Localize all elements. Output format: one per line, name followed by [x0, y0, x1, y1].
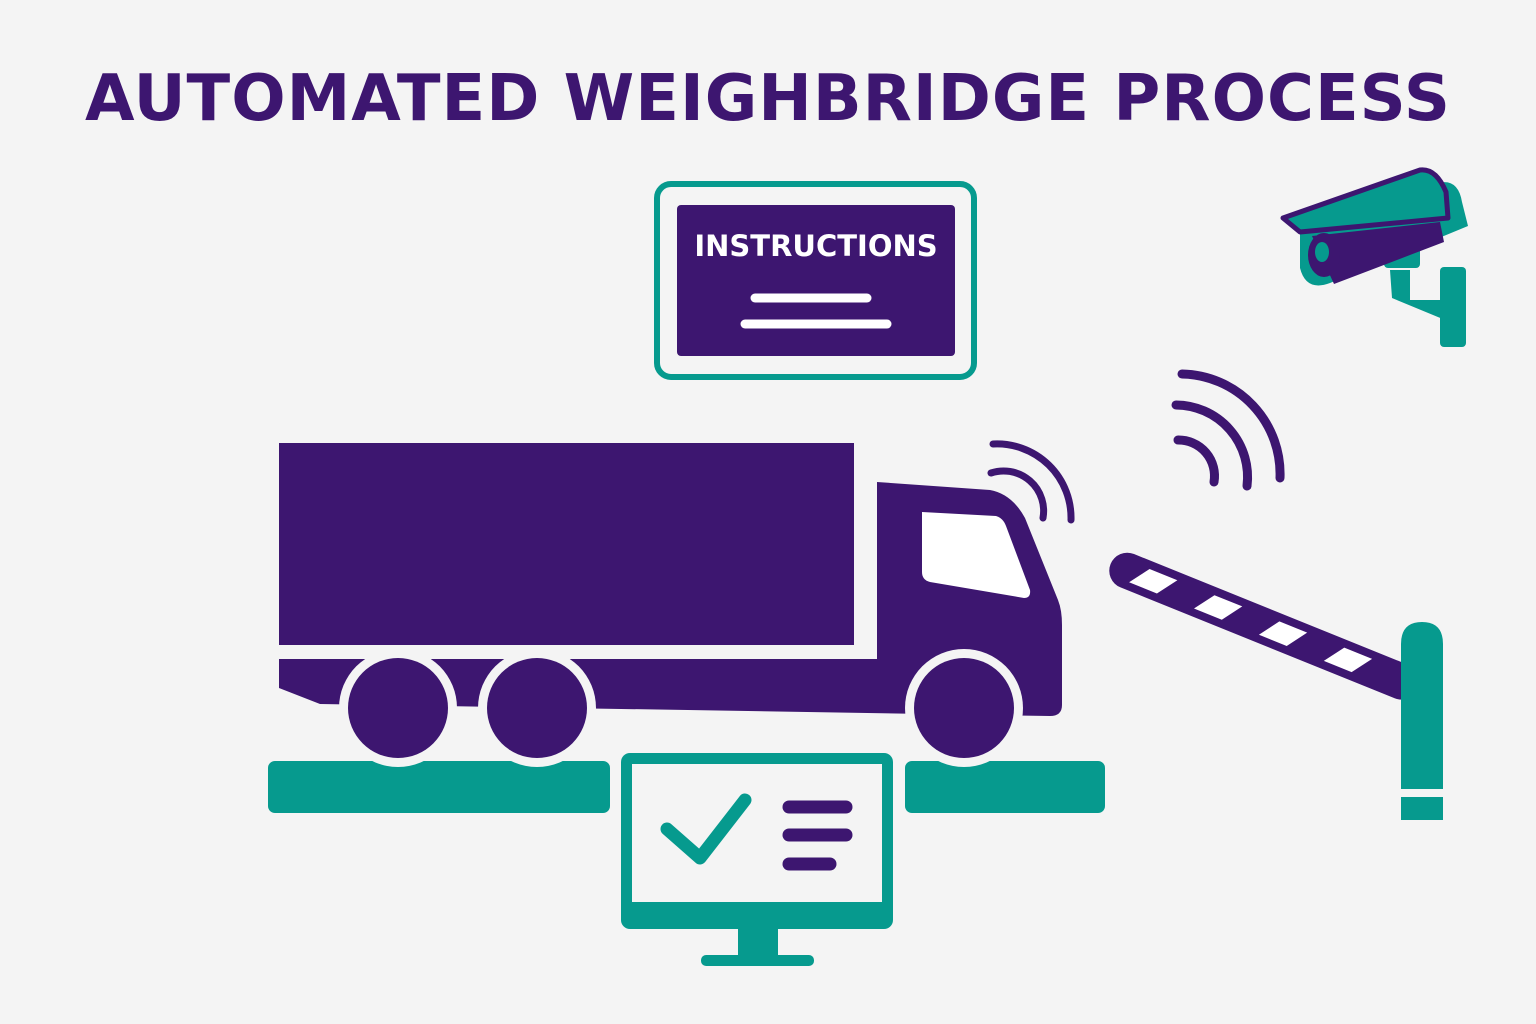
- signal-arc-small: [1173, 435, 1219, 487]
- wireless-signal-icon: [1171, 369, 1285, 491]
- camera-lens-glint: [1315, 242, 1329, 262]
- barrier-stripe-1: [1129, 568, 1178, 594]
- truck-window: [922, 512, 1031, 598]
- wheel-2: [487, 658, 587, 758]
- check-mark-icon: [660, 793, 752, 865]
- truck-wheels: [339, 649, 1023, 767]
- monitor-base: [701, 955, 814, 966]
- signal-arc-large: [1177, 369, 1285, 483]
- barrier-arm: [1109, 552, 1420, 700]
- platform-left: [268, 761, 610, 813]
- camera-wall-mount: [1440, 267, 1466, 347]
- platform-right: [905, 761, 1105, 813]
- boom-barrier-icon: [1109, 552, 1443, 820]
- rfid-arc-small: [987, 467, 1048, 522]
- instructions-sign: INSTRUCTIONS: [654, 181, 977, 380]
- truck-trailer: [279, 443, 854, 645]
- monitor-neck: [738, 927, 778, 957]
- barrier-post: [1401, 622, 1443, 789]
- diagram-title: AUTOMATED WEIGHBRIDGE PROCESS: [85, 62, 1451, 136]
- sign-text: INSTRUCTIONS: [694, 229, 937, 263]
- wheel-1: [348, 658, 448, 758]
- barrier-stripe-4: [1323, 647, 1373, 673]
- truck-icon: [279, 443, 1062, 767]
- weighbridge-platform-icon: [268, 761, 1105, 813]
- barrier-stripe-2: [1193, 595, 1243, 620]
- camera-arm: [1390, 270, 1450, 322]
- cctv-camera-icon: [1280, 167, 1468, 347]
- rfid-signal-icon: [987, 440, 1075, 524]
- monitor-checkmark-icon: [621, 753, 893, 966]
- rfid-arc-large: [989, 440, 1075, 524]
- camera-hood: [1280, 167, 1451, 235]
- camera-underside: [1312, 222, 1444, 284]
- barrier-post-base: [1401, 797, 1443, 820]
- barrier-stripe-3: [1258, 621, 1308, 646]
- sign-panel: [677, 205, 955, 356]
- signal-arc-medium: [1171, 400, 1253, 491]
- wheel-3: [914, 658, 1014, 758]
